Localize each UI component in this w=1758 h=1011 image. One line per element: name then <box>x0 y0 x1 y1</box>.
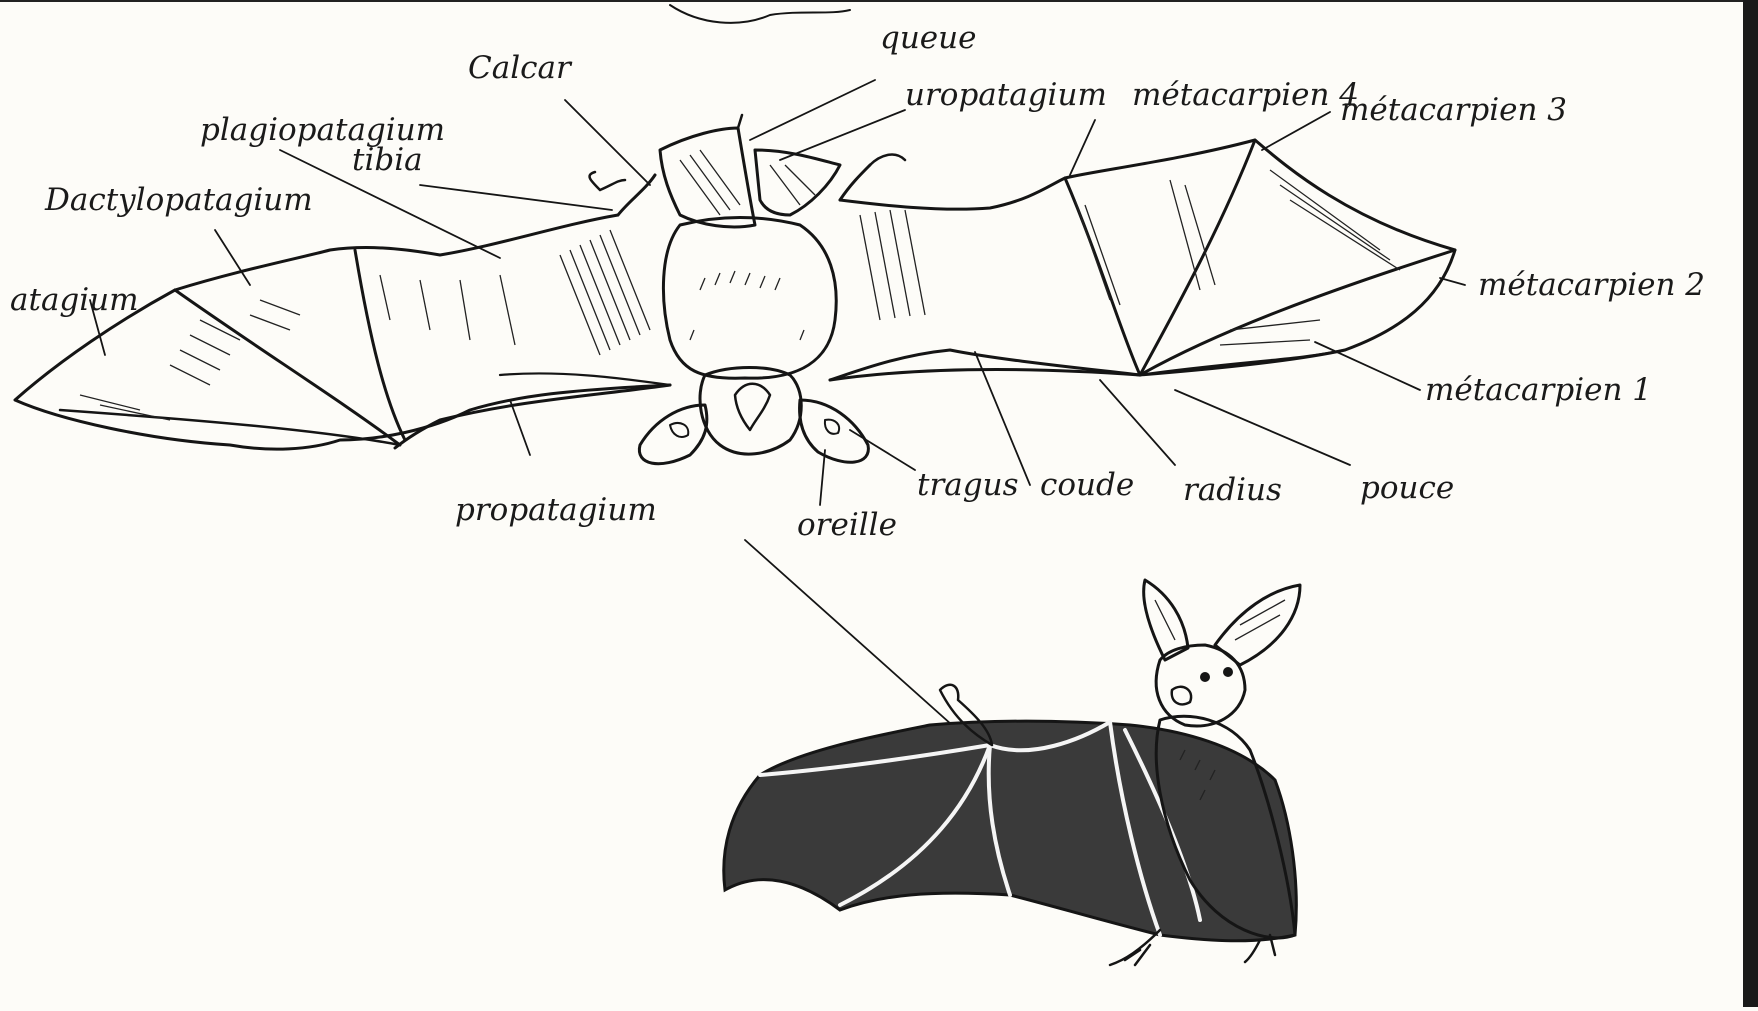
label-propatagium: propatagium <box>455 492 657 528</box>
left-foot <box>590 172 625 190</box>
left-ear <box>639 405 707 464</box>
bat-snout <box>735 384 770 430</box>
bat-body <box>663 218 836 379</box>
left-finger-5 <box>395 385 670 448</box>
right-edge-strip <box>1743 0 1758 1007</box>
tail <box>738 115 742 128</box>
right-leg <box>840 165 870 200</box>
fur-strokes <box>690 271 804 340</box>
right-finger-3 <box>1140 140 1255 375</box>
right-membrane-hatching <box>860 170 1400 345</box>
label-metacarpien-1: métacarpien 1 <box>1425 372 1652 408</box>
label-oreille: oreille <box>797 507 897 543</box>
lower-bat-eye-right <box>1223 667 1233 677</box>
label-dactylopatagium: Dactylopatagium <box>44 182 313 218</box>
right-wing-outline <box>830 140 1455 380</box>
bat-head <box>700 368 801 455</box>
right-finger-4 <box>1065 178 1140 375</box>
upper-bat-drawing <box>15 115 1455 464</box>
left-tragus <box>670 423 688 437</box>
label-calcar: Calcar <box>468 50 573 86</box>
top-flourish <box>670 5 850 23</box>
label-tibia: tibia <box>352 142 423 178</box>
label-metacarpien-2: métacarpien 2 <box>1478 267 1705 303</box>
left-forearm <box>500 373 670 385</box>
label-metacarpien-3: métacarpien 3 <box>1340 92 1567 128</box>
right-foot <box>870 155 905 165</box>
lower-bat-drawing <box>724 580 1300 965</box>
top-border <box>0 0 1758 2</box>
label-pouce: pouce <box>1360 470 1454 506</box>
label-uropatagium: uropatagium <box>905 77 1107 113</box>
label-queue: queue <box>880 20 976 56</box>
left-finger-4 <box>355 250 405 440</box>
label-coude: coude <box>1040 467 1134 503</box>
label-tragus: tragus <box>917 467 1018 503</box>
label-propatagium-left: atagium <box>10 282 139 318</box>
right-tragus <box>825 420 839 434</box>
lower-bat-eye-left <box>1200 672 1210 682</box>
label-radius: radius <box>1183 472 1282 508</box>
label-metacarpien-4: métacarpien 4 <box>1132 77 1359 113</box>
uropatagium-membrane <box>660 128 840 227</box>
right-ear <box>800 400 869 462</box>
lower-bat-foot-left <box>1110 930 1160 965</box>
leader-lines <box>90 80 1465 750</box>
right-finger-1 <box>1140 350 1345 375</box>
lower-bat-nose <box>1172 687 1191 705</box>
